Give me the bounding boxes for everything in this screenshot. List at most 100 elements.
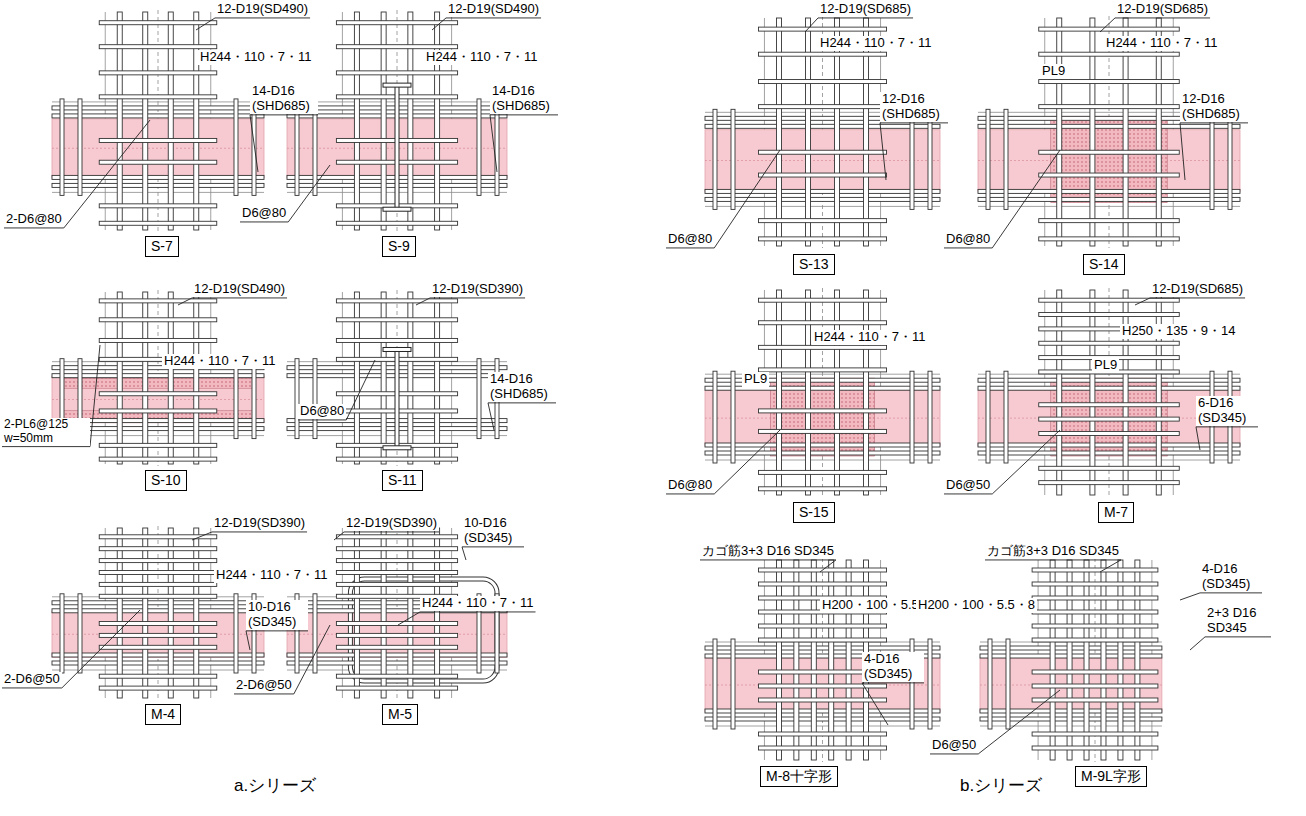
leader-line [398, 612, 536, 625]
rebar [758, 52, 886, 56]
rebar [435, 528, 440, 698]
rebar [99, 594, 217, 598]
joint-specimen [705, 558, 940, 762]
rebar [978, 197, 1240, 201]
rebar-callout: H244・110・7・11 [424, 50, 540, 65]
rebar-callout: H244・110・7・11 [214, 568, 330, 583]
joint-specimen [52, 10, 264, 232]
rebar-callout: D6@50 [944, 478, 992, 493]
rebar [928, 371, 932, 463]
rebar [99, 71, 217, 75]
rebar-callout: 14-D16 (SHD685) [250, 84, 318, 114]
rebar [477, 99, 481, 195]
rebar [336, 582, 457, 586]
rebar [731, 639, 735, 729]
leader-line [240, 165, 330, 222]
rebar [1032, 596, 1158, 600]
rebar [99, 299, 217, 303]
rebar [1057, 290, 1062, 495]
steel-column-flange [383, 347, 411, 351]
rebar [758, 27, 886, 31]
rebar [168, 528, 173, 698]
rebar-callout: カゴ筋3+3 D16 SD345 [700, 544, 836, 559]
rebar [336, 571, 457, 575]
rebar [408, 528, 413, 698]
rebar [313, 594, 317, 673]
specimen-label: S-15 [793, 502, 835, 523]
specimen-label: S-11 [382, 470, 423, 491]
rebar-callout: 12-D19(SD390) [430, 282, 525, 297]
rebar [336, 559, 457, 563]
steel-column-flange [383, 207, 411, 211]
leader-line [666, 430, 780, 494]
rebar-callout: D6@80 [666, 232, 714, 247]
rebar-callout: PL9 [1040, 64, 1067, 79]
rebar [978, 451, 1240, 455]
rebar [99, 338, 217, 342]
rebar [705, 124, 940, 128]
rebar [1067, 560, 1072, 760]
rebar [52, 175, 264, 179]
leader-line [462, 547, 524, 560]
rebar [234, 359, 238, 439]
rebar [758, 487, 886, 491]
rebar [234, 594, 238, 673]
rebar [381, 528, 386, 698]
leader-line [1180, 123, 1248, 180]
rebar [758, 746, 886, 750]
steel-web [705, 160, 940, 161]
specimen-name: M-4 [151, 706, 175, 723]
specimen-label: M-4 [145, 704, 181, 725]
rebar [758, 368, 886, 372]
joint-specimen [978, 16, 1240, 248]
leader-line [1100, 18, 1210, 32]
rebar-callout: 6-D16 (SD345) [1196, 396, 1258, 426]
specimen-label: S-7 [145, 236, 179, 257]
rebar [78, 594, 82, 673]
rebar-callout: H244・110・7・11 [198, 50, 314, 65]
specimen-label: M-7 [1098, 502, 1134, 523]
rebar [986, 371, 990, 463]
specimen-name: S-10 [151, 472, 181, 489]
joint-specimen [287, 526, 507, 700]
rebar-callout: 10-D16 (SD345) [462, 516, 524, 546]
rebar [1032, 638, 1158, 642]
rebar [758, 105, 886, 109]
rebar [1032, 698, 1158, 702]
specimen-label: S-14 [1083, 254, 1125, 275]
specimen-name: S-11 [388, 472, 417, 489]
rebar [1032, 684, 1158, 688]
rebar [336, 71, 457, 75]
rebar [99, 392, 217, 396]
rebar [99, 221, 217, 225]
rebar [117, 528, 122, 698]
rebar [234, 99, 238, 195]
leader-line [192, 532, 307, 540]
rebar-callout: 12-D19(SD490) [192, 282, 287, 297]
rebar [758, 80, 886, 84]
rebar [978, 386, 1240, 390]
joint-specimen [287, 10, 507, 232]
joint-specimen [978, 288, 1240, 497]
rebar [287, 653, 507, 657]
rebar [99, 559, 217, 563]
specimen-name: M-9L字形 [1081, 768, 1141, 785]
specimen-name: S-14 [1089, 256, 1119, 273]
leader-line [1196, 427, 1258, 450]
steel-web [52, 399, 264, 400]
rebar [336, 535, 457, 539]
rebar [758, 173, 886, 177]
rebar [99, 138, 217, 142]
rebar [1039, 298, 1180, 302]
rebar [99, 686, 217, 690]
rebar [336, 686, 457, 690]
rebar [1032, 624, 1158, 628]
rebar-callout: PL9 [1092, 358, 1119, 373]
leader-line [234, 625, 330, 694]
leader-line [805, 18, 913, 32]
leader-line [2, 610, 140, 688]
rebar [731, 109, 735, 209]
leader-line [1180, 593, 1262, 600]
